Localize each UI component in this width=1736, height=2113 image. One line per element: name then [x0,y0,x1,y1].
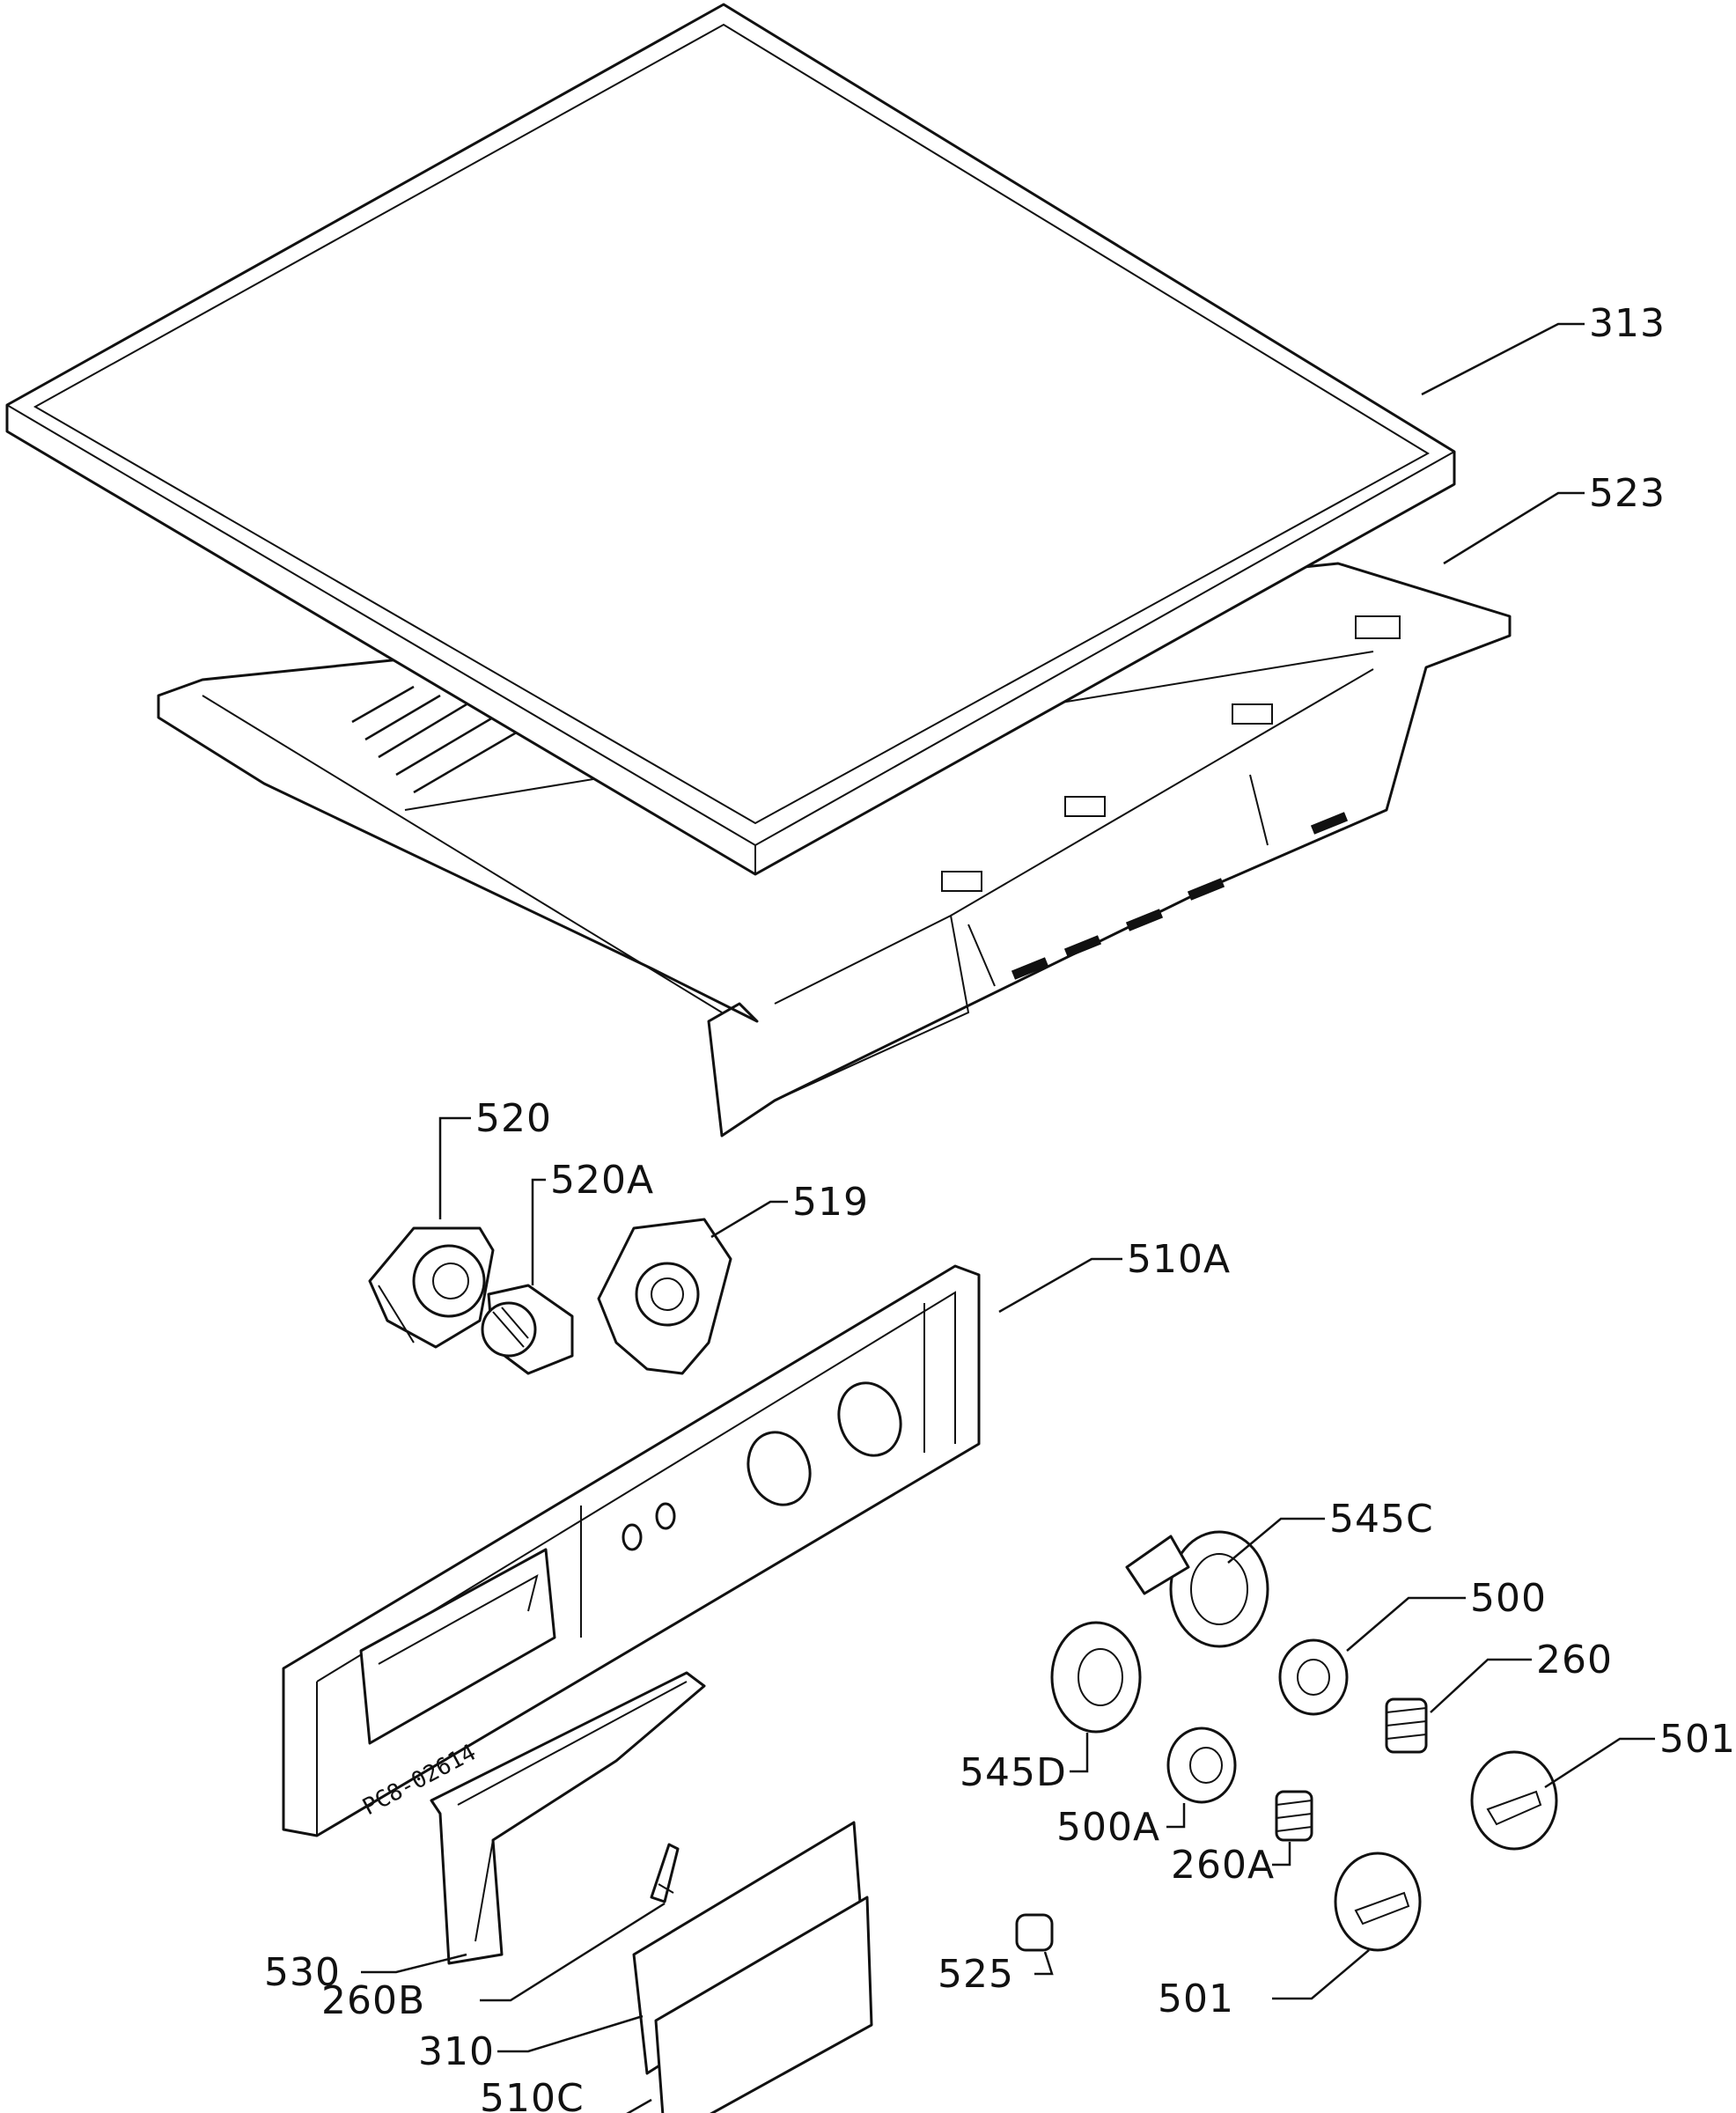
part-510C-cover-panel [654,1896,873,2113]
leader-lines [361,322,1655,2113]
part-510A-control-panel [282,1264,981,1837]
label-530: 530 [264,1950,341,1995]
label-523: 523 [1589,471,1666,516]
label-501-bottom: 501 [1158,1977,1234,2021]
part-500-knob-insert [1278,1638,1349,1716]
part-525-plug [1015,1913,1054,1952]
part-260-spring [1385,1697,1428,1754]
label-510A: 510A [1127,1237,1231,1282]
label-310: 310 [418,2029,495,2074]
label-260A: 260A [1171,1843,1275,1888]
label-519: 519 [792,1180,869,1225]
part-501-knob-right [1470,1750,1558,1851]
label-313: 313 [1589,301,1666,346]
part-260B-spring [650,1843,680,1903]
label-501-right: 501 [1659,1717,1736,1762]
part-260A-spring [1275,1790,1313,1842]
label-500: 500 [1470,1576,1547,1621]
label-525: 525 [938,1952,1014,1997]
part-545D-knob-housing [1050,1621,1142,1734]
part-500A-knob-insert [1166,1726,1237,1804]
part-520A-selector [481,1284,574,1375]
label-545C: 545C [1329,1497,1434,1542]
label-520A: 520A [550,1158,654,1203]
label-260B: 260B [321,1978,425,2023]
part-519-switch-bracket [597,1218,732,1375]
part-520-switch-housing [368,1226,495,1349]
label-260: 260 [1536,1638,1613,1682]
label-510C: 510C [480,2076,585,2113]
label-500A: 500A [1056,1805,1160,1850]
part-530-drawer [430,1671,706,1965]
part-545C-knob-housing [1125,1530,1269,1648]
label-520: 520 [475,1096,552,1141]
callout-labels: 313 523 520 520A 519 510A 545C 500 260 5… [264,301,1736,2113]
part-501-knob-bottom [1334,1852,1422,1952]
label-545D: 545D [960,1750,1067,1795]
part-313-top-lid [5,3,1456,876]
